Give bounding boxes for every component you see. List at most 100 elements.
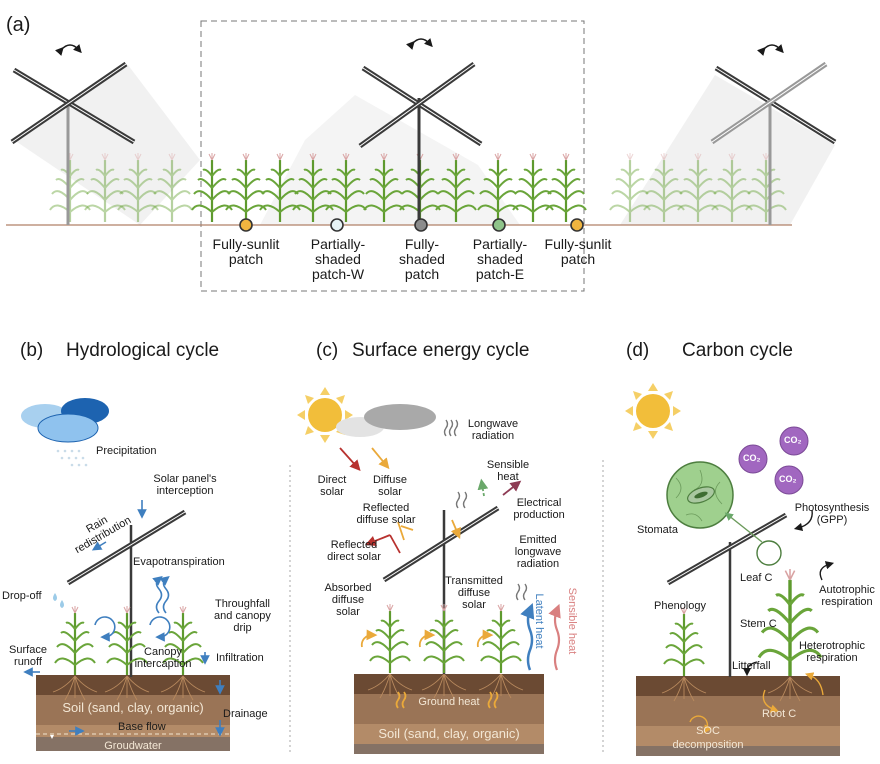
heterotrophic-label: Heterotrophic respiration <box>798 640 866 664</box>
canopy-interception-arrow-2 <box>149 616 171 642</box>
panel-b <box>21 398 230 751</box>
ground-heat-arrows-right <box>487 691 499 709</box>
reflected-direct-label: Reflected direct solar <box>327 539 381 563</box>
soc-decomposition-arrow <box>689 715 712 734</box>
panel-c-label: (c) <box>316 340 339 361</box>
patch-label-fully-sunlit-w: Fully-sunlit patch <box>212 236 280 267</box>
patch-marker-fully-sunlit-e <box>570 218 584 232</box>
base-flow-label: Base flow <box>118 721 166 733</box>
leaf-c-label: Leaf C <box>740 572 773 584</box>
co2-bubble-1 <box>738 444 768 474</box>
root-c-label: Root C <box>762 708 797 720</box>
drainage-label: Drainage <box>223 708 268 720</box>
panel-c-title: Surface energy cycle <box>352 340 530 361</box>
patch-label-partially-shaded-w: Partially- shaded patch-W <box>310 236 366 282</box>
sensible-heat-top-label: Sensible heat <box>486 459 530 483</box>
evapotranspiration-arrow-1 <box>152 575 163 614</box>
solar-tracker-center <box>358 61 483 225</box>
rotate-arrows-icons <box>55 38 784 56</box>
sensible-heat-side-label: Sensible heat <box>566 587 578 655</box>
panel-d-label: (d) <box>626 340 650 361</box>
throughfall-label: Throughfall and canopy drip <box>214 598 271 634</box>
stomata-label: Stomata <box>637 524 678 536</box>
patch-marker-fully-shaded <box>414 218 428 232</box>
litterfall-label: Litterfall <box>732 660 771 672</box>
photosynthesis-arrow <box>793 509 813 532</box>
root-c-arrow <box>762 689 779 713</box>
precipitation-label: Precipitation <box>96 445 157 457</box>
soil-block-d <box>636 676 840 756</box>
direct-solar-label: Direct solar <box>317 474 347 498</box>
soc-label: SOC decomposition <box>672 725 744 751</box>
longwave-radiation-arrows <box>443 419 459 437</box>
longwave-label: Longwave radiation <box>467 418 519 442</box>
interception-label: Solar panel's interception <box>153 473 217 497</box>
latent-heat-arrow <box>520 603 535 671</box>
patch-label-fully-shaded: Fully- shaded patch <box>399 236 445 282</box>
leaf-zoom-circle <box>756 540 782 566</box>
shade-wedge-left <box>14 65 200 225</box>
stem-c-label: Stem C <box>740 618 777 630</box>
panel-d-title: Carbon cycle <box>682 340 793 361</box>
patch-label-partially-shaded-e: Partially- shaded patch-E <box>472 236 528 282</box>
co2-bubbles <box>738 426 809 495</box>
groundwater-label: Groudwater <box>104 740 162 752</box>
canopy-interception-arrow-1 <box>94 616 116 642</box>
rotate-arrows-icon-center <box>406 38 433 50</box>
autotrophic-arrow <box>819 561 835 581</box>
co2-bubble-3 <box>774 465 804 495</box>
diffuse-solar-arrow <box>371 447 390 470</box>
stomata-icon <box>666 461 734 529</box>
co2-label-3: CO₂ <box>779 474 797 484</box>
solar-panel-b <box>66 509 187 677</box>
evapotranspiration-label: Evapotranspiration <box>133 556 225 568</box>
solar-tracker-left <box>10 61 136 225</box>
latent-heat-label: Latent heat <box>533 593 545 649</box>
co2-label-1: CO₂ <box>743 453 761 463</box>
reflected-diffuse-arrow <box>397 521 414 541</box>
absorbed-arrow-3 <box>476 629 494 648</box>
water-drops-icon <box>53 593 64 608</box>
panel-longwave-arrows <box>455 491 468 509</box>
panel-d <box>625 383 840 756</box>
panel-b-title: Hydrological cycle <box>66 340 220 361</box>
rotate-arrows-icon-left <box>55 44 82 56</box>
evapotranspiration-arrow-2 <box>159 575 170 614</box>
absorbed-arrow-2 <box>418 629 436 648</box>
patch-marker-partially-shaded-w <box>330 218 344 232</box>
sensible-heat-panel-arrow <box>477 478 489 497</box>
dark-cloud-icon <box>364 404 436 430</box>
co2-uptake-arrow <box>724 512 763 543</box>
co2-bubble-2 <box>779 426 809 456</box>
absorbed-diffuse-label: Absorbed diffuse solar <box>324 582 372 618</box>
autotrophic-label: Autotrophic respiration <box>819 584 875 608</box>
panel-a <box>6 20 837 292</box>
co2-label-2: CO₂ <box>784 435 802 445</box>
emitted-longwave-label: Emitted longwave radiation <box>514 534 562 570</box>
solar-tracker-right <box>710 61 837 225</box>
shade-wedge-right <box>620 75 835 225</box>
direct-solar-arrow <box>339 447 361 472</box>
emitted-longwave-arrows <box>515 583 528 601</box>
transmitted-diffuse-label: Transmitted diffuse solar <box>445 575 503 611</box>
patch-markers <box>239 218 584 232</box>
litterfall-arrow <box>742 661 758 677</box>
reflected-diffuse-label: Reflected diffuse solar <box>356 502 416 526</box>
patch-marker-fully-sunlit-w <box>239 218 253 232</box>
ground-heat-label: Ground heat <box>418 696 480 708</box>
sun-icon-d <box>625 383 681 439</box>
soil-block-c <box>354 674 544 754</box>
panel-a-label: (a) <box>6 14 31 36</box>
phenology-label: Phenology <box>654 600 706 612</box>
soil-label-b: Soil (sand, clay, organic) <box>62 700 204 715</box>
panel-b-label: (b) <box>20 340 44 361</box>
transmitted-diffuse-arrow <box>450 519 461 539</box>
redistribution-arrow <box>91 541 107 551</box>
diffuse-solar-label: Diffuse solar <box>372 474 408 498</box>
patch-label-fully-sunlit-e: Fully-sunlit patch <box>544 236 612 267</box>
patch-marker-partially-shaded-e <box>492 218 506 232</box>
infiltration-label: Infiltration <box>216 652 264 664</box>
reflected-direct-arrow <box>370 534 401 554</box>
rain-cloud-icon <box>21 398 109 467</box>
